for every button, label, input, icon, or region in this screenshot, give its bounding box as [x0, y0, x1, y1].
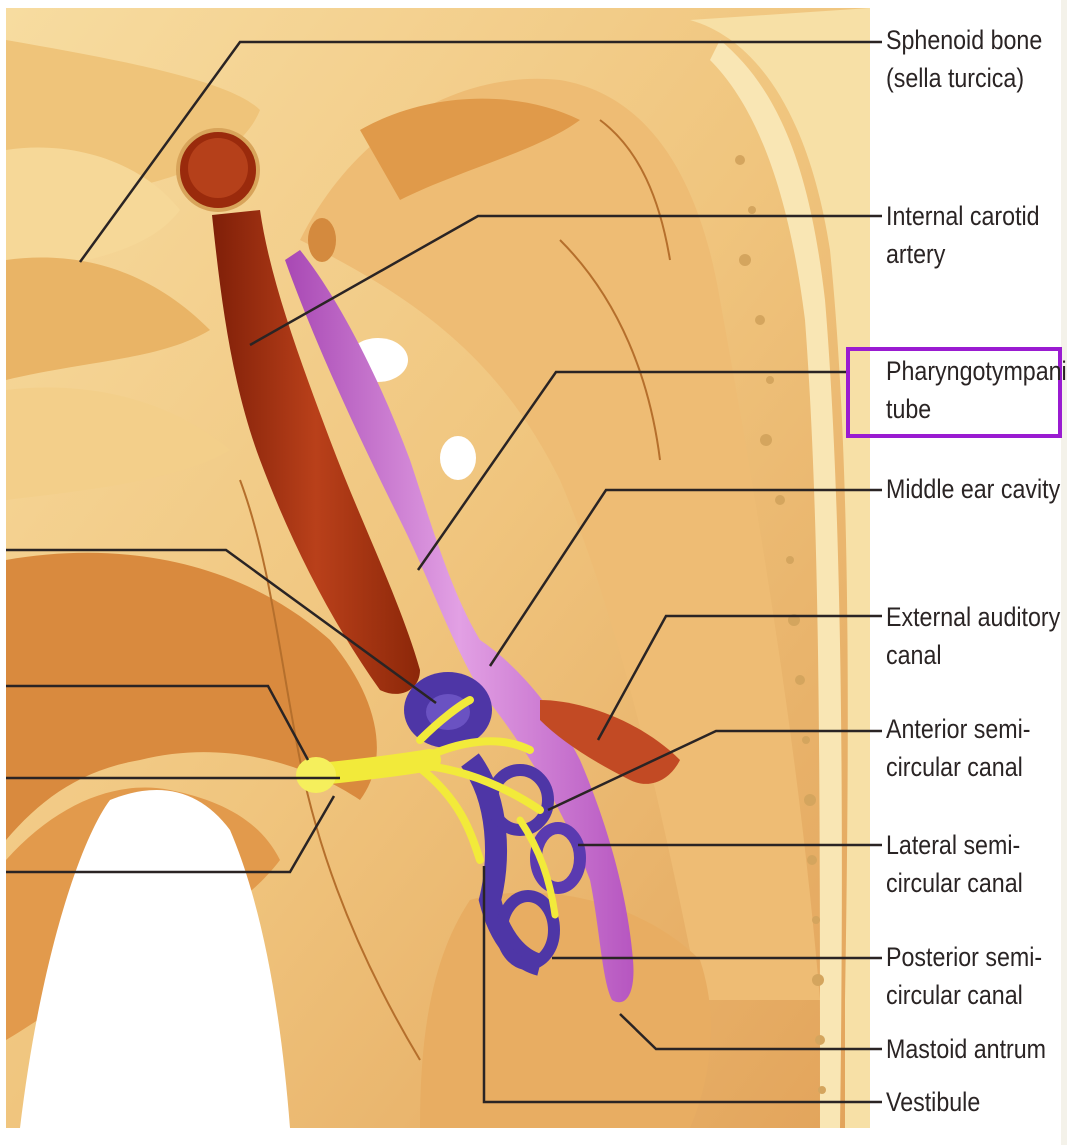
- left-edge-strip: [0, 0, 6, 1145]
- label-lateral-semicircular-canal: Lateral semi-circular canal: [886, 826, 1023, 902]
- label-vestibule: Vestibule: [886, 1083, 980, 1121]
- label-anterior-semicircular-canal: Anterior semi-circular canal: [886, 710, 1031, 786]
- label-posterior-semicircular-canal: Posterior semi-circular canal: [886, 938, 1042, 1014]
- right-edge-strip: [1061, 0, 1067, 1145]
- label-middle-ear-cavity: Middle ear cavity: [886, 470, 1060, 508]
- label-mastoid-antrum: Mastoid antrum: [886, 1030, 1046, 1068]
- label-sphenoid-bone: Sphenoid bone(sella turcica): [886, 21, 1042, 97]
